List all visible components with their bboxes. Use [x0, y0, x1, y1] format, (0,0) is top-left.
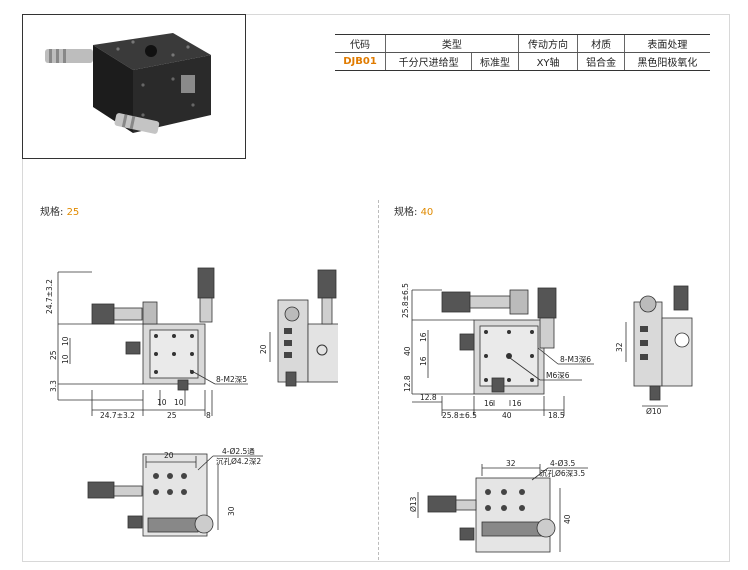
dim-top-32: 32: [506, 459, 516, 468]
dim-left-bottom-8: 8: [206, 411, 211, 420]
drawing-25-side: 20: [259, 269, 338, 387]
callout-hole-25: 4-Ø2.5通: [222, 446, 255, 456]
drawing-25-front: 24.7±3.2 25 10 10 3.3 10 10 24.7±3.2 25 …: [45, 267, 248, 420]
dim-right-16d: 16: [512, 399, 522, 408]
dim-right-16a: 16: [419, 332, 428, 342]
cell-type-b: 标准型: [471, 52, 519, 71]
drawing-40-front: 25.8±6.5 16 40 16 12.8 12.8 16 16 25.8±6…: [401, 283, 594, 420]
spec-label-left-text: 规格:: [40, 207, 64, 218]
dim-side-32: 32: [615, 342, 624, 352]
dim-right-bottom-40: 40: [502, 411, 512, 420]
product-photo: [22, 14, 246, 159]
dim-left-24-7: 24.7±3.2: [45, 279, 54, 314]
dim-left-10b: 10: [61, 354, 70, 364]
dim-side-20: 20: [259, 344, 268, 354]
header-finish: 表面处理: [623, 34, 710, 53]
callout-m2: 8-M2深5: [216, 375, 247, 384]
callout-m6: M6深6: [546, 371, 570, 380]
table-row: DJB01 千分尺进给型 标准型 XY轴 铝合金 黑色阳极氧化: [335, 52, 710, 71]
header-direction: 传动方向: [517, 34, 578, 53]
dim-left-25-v: 25: [49, 350, 58, 360]
spec-label-left: 规格: 25: [40, 203, 79, 218]
dim-left-10c: 10: [157, 398, 167, 407]
dim-right-bottom-25-8: 25.8±6.5: [442, 411, 477, 420]
dim-left-10d: 10: [174, 398, 184, 407]
header-code: 代码: [335, 34, 386, 53]
callout-hole-40: 4-Ø3.5: [550, 459, 576, 468]
spec-label-left-value: 25: [66, 207, 80, 218]
dim-top-40: 40: [563, 514, 572, 524]
spec-label-right-value: 40: [420, 207, 434, 218]
spec-label-right: 规格: 40: [394, 203, 433, 218]
callout-counter-40: 沉孔Ø6深3.5: [540, 469, 585, 478]
cell-code: DJB01: [335, 52, 386, 71]
drawing-40-side: 32 Ø10: [615, 285, 693, 416]
dim-top-13: Ø13: [410, 496, 418, 512]
dim-right-16b: 16: [419, 356, 428, 366]
dim-left-10a: 10: [61, 336, 70, 346]
cell-direction: XY轴: [517, 52, 578, 71]
drawing-25-top: 20 4-Ø2.5通 沉孔Ø4.2深2 30: [87, 446, 263, 537]
product-photo-illustration: [45, 33, 211, 134]
drawing-40-top: 32 4-Ø3.5 沉孔Ø6深3.5 Ø13 40: [410, 459, 588, 553]
table-header-row: 代码 类型 传动方向 材质 表面处理: [335, 34, 710, 53]
dim-right-25-8: 25.8±6.5: [401, 283, 410, 318]
header-material: 材质: [577, 34, 625, 53]
dim-left-bottom-24-7: 24.7±3.2: [100, 411, 135, 420]
header-type: 类型: [385, 34, 519, 53]
dim-right-bottom-18-5: 18.5: [548, 411, 565, 420]
spec-table: 代码 类型 传动方向 材质 表面处理 DJB01 千分尺进给型 标准型 XY轴 …: [335, 34, 710, 71]
cell-type-a: 千分尺进给型: [384, 52, 472, 71]
dim-right-40-v: 40: [403, 346, 412, 356]
page-frame: [22, 14, 730, 562]
dim-right-16c: 16: [484, 399, 494, 408]
dim-side-10: Ø10: [646, 407, 662, 416]
column-divider: [378, 200, 379, 560]
dim-left-bottom-25: 25: [167, 411, 177, 420]
cell-finish: 黑色阳极氧化: [623, 52, 710, 71]
dim-top-20: 20: [164, 451, 174, 460]
spec-label-right-text: 规格:: [394, 207, 418, 218]
dim-top-30: 30: [227, 506, 236, 516]
cell-material: 铝合金: [577, 52, 625, 71]
callout-counter-25: 沉孔Ø4.2深2: [216, 457, 261, 466]
dim-right-12-8-v: 12.8: [403, 375, 412, 392]
dim-right-12-8-h: 12.8: [420, 393, 437, 402]
dim-left-3-3: 3.3: [49, 380, 58, 392]
callout-m3: 8-M3深6: [560, 355, 591, 364]
